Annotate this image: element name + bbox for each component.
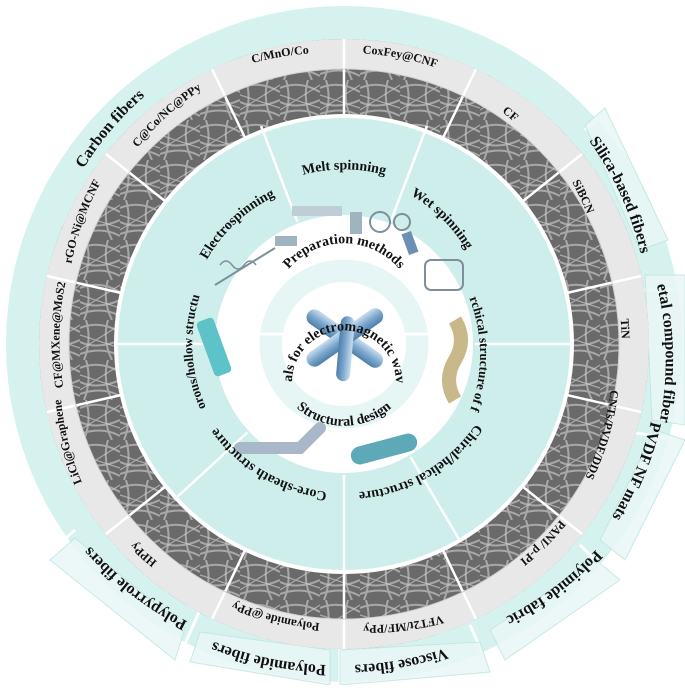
category-box-polyamide (189, 631, 331, 686)
electrospinning-icon (214, 236, 297, 286)
core-sheath-icon (234, 422, 326, 454)
porous-hollow-icon (196, 317, 232, 377)
melt-spinning-icon (292, 206, 411, 234)
category-box-polyimide (489, 559, 621, 661)
center-fiber-bundle-icon (306, 308, 384, 382)
category-box-metal (644, 274, 685, 426)
wet-spinning-icon (401, 230, 464, 291)
sample-label: TiN (618, 318, 633, 339)
method-label-melt: Melt spinning (301, 158, 388, 178)
category-box-silica (584, 107, 669, 251)
category-box-polypyrrole (49, 537, 186, 661)
category-box-pvdf (599, 429, 685, 561)
hierarchical-fabric-icon (442, 316, 468, 404)
chiral-helical-icon (350, 433, 418, 465)
